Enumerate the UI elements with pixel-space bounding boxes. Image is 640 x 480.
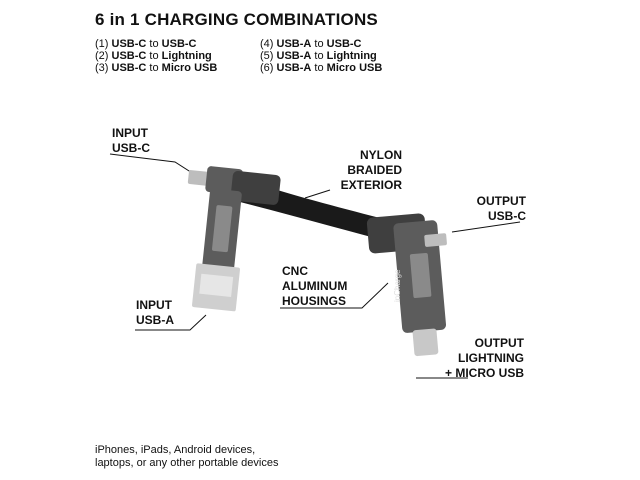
footer-text: iPhones, iPads, Android devices,laptops,… — [95, 444, 279, 469]
combination-item: (4) USB-A to USB-C — [260, 38, 362, 50]
page-title: 6 in 1 CHARGING COMBINATIONS — [95, 10, 378, 29]
combinations-list-right: (4) USB-A to USB-C (5) USB-A to Lightnin… — [260, 38, 382, 74]
combination-item: (1) USB-C to USB-C — [95, 38, 197, 50]
right-connector — [366, 213, 447, 357]
combinations-list-left: (1) USB-C to USB-C (2) USB-C to Lightnin… — [95, 38, 217, 74]
left-connector — [187, 166, 281, 312]
combination-item: (6) USB-A to Micro USB — [260, 62, 383, 74]
combination-item: (2) USB-C to Lightning — [95, 50, 212, 62]
combination-item: (3) USB-C to Micro USB — [95, 62, 218, 74]
combination-item: (5) USB-A to Lightning — [260, 50, 377, 62]
brand-logo: inCharge — [393, 269, 402, 302]
